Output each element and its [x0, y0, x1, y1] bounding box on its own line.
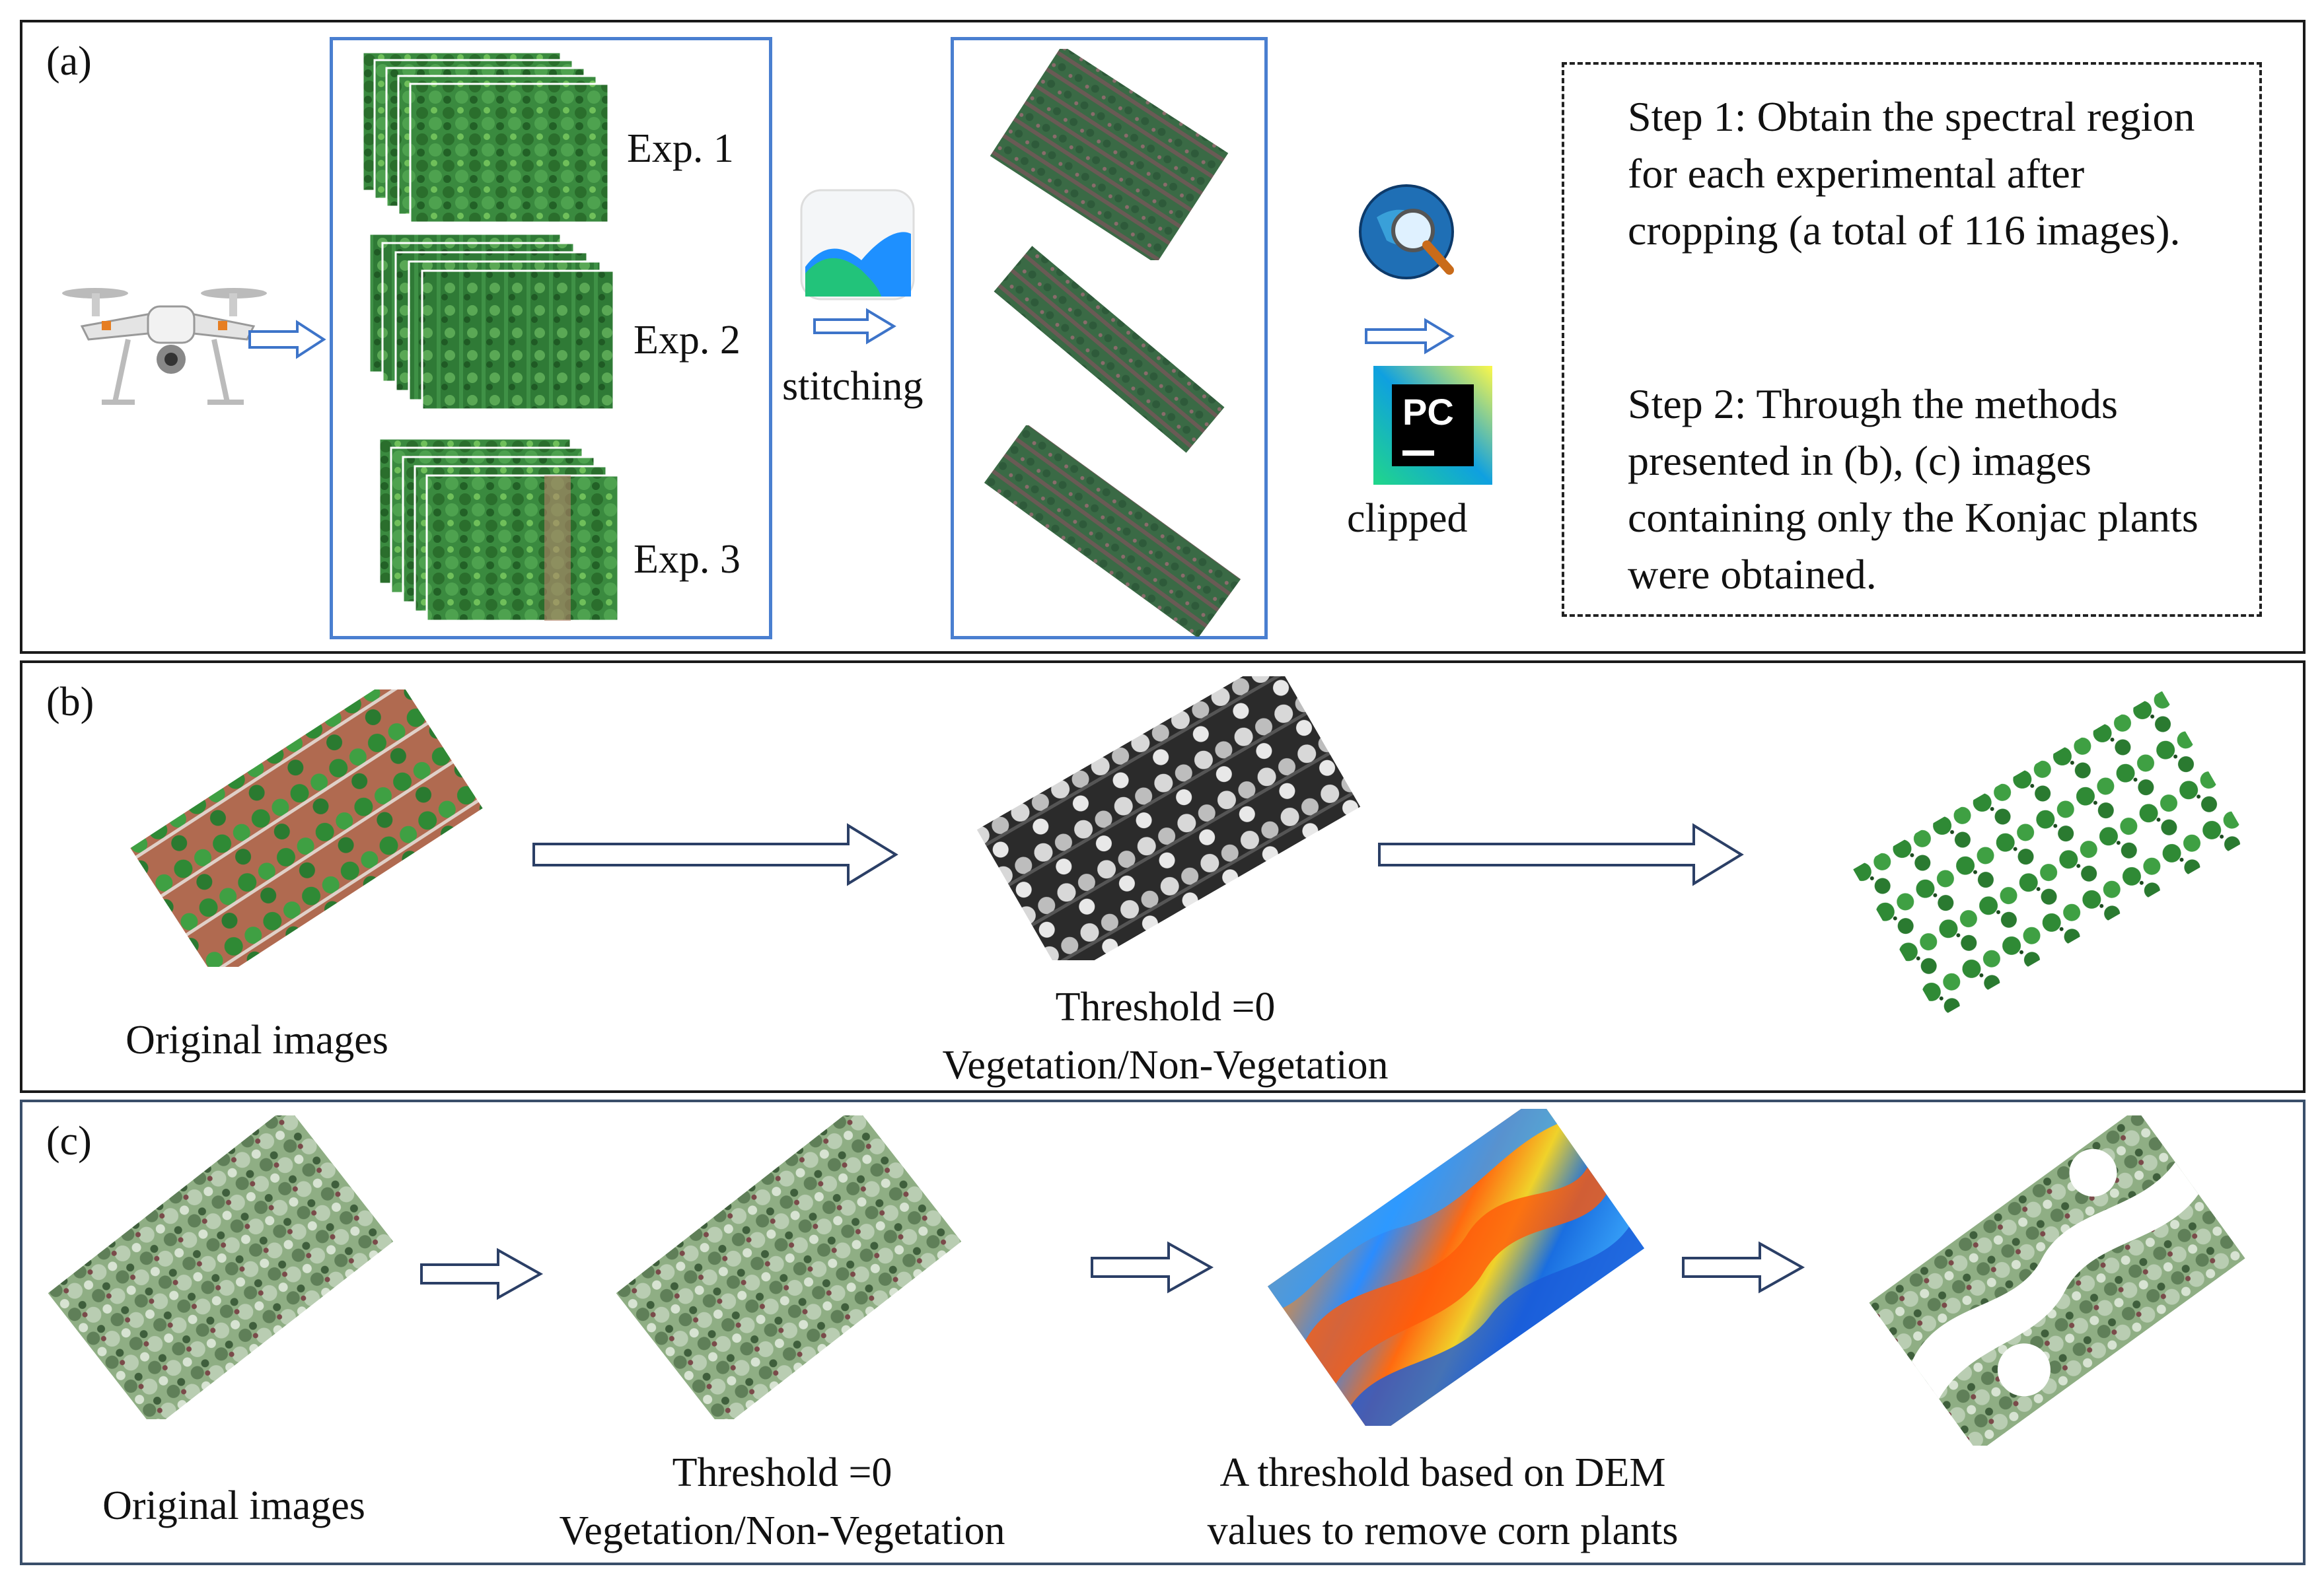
panel-label: (a) — [46, 39, 92, 84]
stitched-images-box — [951, 37, 1268, 639]
panel-label: (c) — [46, 1119, 92, 1164]
experiment-images-box — [330, 37, 772, 639]
dem-caption-line2: values to remove corn plants — [1207, 1508, 1679, 1553]
arrow-right-icon — [813, 308, 896, 345]
dem-caption-line1: A threshold based on DEM — [1219, 1450, 1666, 1495]
exp3-image-stack — [379, 439, 620, 622]
arrow-right-icon — [1378, 823, 1744, 886]
arrow-right-icon — [1365, 318, 1455, 355]
dem-heatmap-image — [1267, 1109, 1645, 1426]
threshold-canopy-image — [616, 1115, 962, 1419]
arrow-right-icon — [248, 320, 326, 359]
arrow-right-icon — [1682, 1241, 1805, 1294]
panel-a: (a) Exp. 1 Exp — [20, 20, 2306, 654]
exp1-label: Exp. 1 — [627, 126, 734, 171]
panel-label: (b) — [46, 680, 94, 724]
original-images-caption: Original images — [126, 1018, 388, 1063]
threshold-caption-line2: Vegetation/Non-Vegetation — [559, 1508, 1005, 1553]
vegetation-mask-image — [976, 676, 1361, 960]
arrow-right-icon — [420, 1248, 544, 1300]
exp2-label: Exp. 2 — [634, 318, 741, 363]
original-field-image — [130, 689, 483, 967]
pycharm-icon: PC — [1373, 366, 1492, 485]
stitched-ortho-1 — [990, 49, 1229, 260]
original-canopy-image — [48, 1115, 394, 1419]
stitching-app-icon — [800, 189, 915, 300]
step-2-text: Step 2: Through the methods presented in… — [1628, 380, 2198, 598]
arrow-right-icon — [532, 823, 898, 886]
threshold-caption-line1: Threshold =0 — [672, 1450, 892, 1495]
panel-c: (c) Original images Threshold =0 Vegetat… — [20, 1100, 2306, 1565]
exp3-label: Exp. 3 — [634, 537, 741, 582]
threshold-caption-line1: Threshold =0 — [1055, 985, 1276, 1030]
original-images-caption: Original images — [102, 1483, 365, 1528]
stitched-ortho-3 — [984, 425, 1241, 637]
arrow-right-icon — [1091, 1241, 1214, 1294]
exp2-image-stack — [369, 234, 615, 411]
drone-icon — [62, 288, 267, 405]
panel-b: (b) Original images Threshold =0 Vegetat… — [20, 660, 2306, 1093]
step-1-text: Step 1: Obtain the spectral region for e… — [1628, 93, 2195, 254]
stitched-ortho-2 — [994, 246, 1225, 453]
stitching-label: stitching — [782, 364, 924, 409]
pycharm-icon-text: PC — [1402, 391, 1454, 433]
threshold-caption-line2: Vegetation/Non-Vegetation — [942, 1043, 1389, 1088]
steps-box — [1562, 62, 2262, 617]
clipped-label: clipped — [1347, 496, 1468, 541]
extracted-vegetation-image — [1853, 691, 2248, 1018]
map-search-icon — [1359, 184, 1454, 279]
konjac-only-image — [1869, 1115, 2245, 1446]
